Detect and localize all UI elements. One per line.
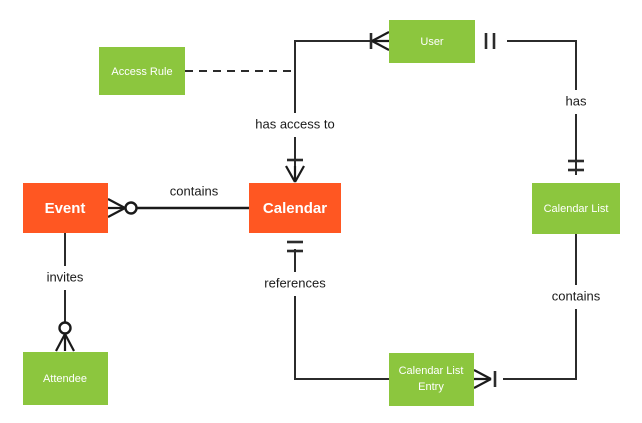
entity-calendar-list-label: Calendar List [544,203,609,215]
relationship-label-contains-event-calendar: contains [170,183,219,198]
entity-attendee-label: Attendee [43,373,87,385]
entity-access-rule-label: Access Rule [111,66,172,78]
relationship-label-has-access-to: has access to [255,116,335,131]
connector-has-access-to [294,40,389,175]
entity-event-box[interactable] [23,183,108,233]
entity-attendee[interactable]: Attendee [23,352,108,405]
cardinality-calendar-list-exactly-one [568,159,584,172]
entity-calendar-list-entry-label-line1: Calendar List [399,365,464,377]
entity-calendar-list-box[interactable] [532,183,620,234]
entity-user-label: User [420,36,444,48]
relationship-label-contains-list-entry: contains [552,288,601,303]
cardinality-calendar-top-one-or-many [285,158,305,183]
cardinality-list-entry-one-or-many [473,369,497,389]
cardinality-attendee-zero-or-many [55,321,75,352]
connector-has [507,40,577,175]
entity-attendee-box[interactable] [23,352,108,405]
entity-user[interactable]: User [389,20,475,63]
entity-access-rule[interactable]: Access Rule [99,47,185,95]
cardinality-user-exactly-one [484,33,496,49]
entity-calendar-label: Calendar [263,200,327,217]
cardinality-calendar-bottom-exactly-one [287,240,303,253]
entity-calendar-box[interactable] [249,183,341,233]
entity-calendar-list[interactable]: Calendar List [532,183,620,234]
relationship-label-references: references [264,275,326,290]
relationship-label-has: has [566,93,587,108]
entity-calendar-list-entry[interactable]: Calendar List Entry [389,353,474,406]
cardinality-user-one-or-many [369,31,390,51]
connector-contains-list-entry [503,234,577,380]
relationship-label-invites: invites [47,269,84,284]
cardinality-event-zero-or-many [107,198,138,218]
entity-user-box[interactable] [389,20,475,63]
entity-event-label: Event [45,200,86,217]
entity-calendar[interactable]: Calendar [249,183,341,233]
connector-references [294,249,389,380]
entity-access-rule-box[interactable] [99,47,185,95]
entity-calendar-list-entry-label-line2: Entry [418,381,444,393]
entity-calendar-list-entry-box[interactable] [389,353,474,406]
entity-event[interactable]: Event [23,183,108,233]
